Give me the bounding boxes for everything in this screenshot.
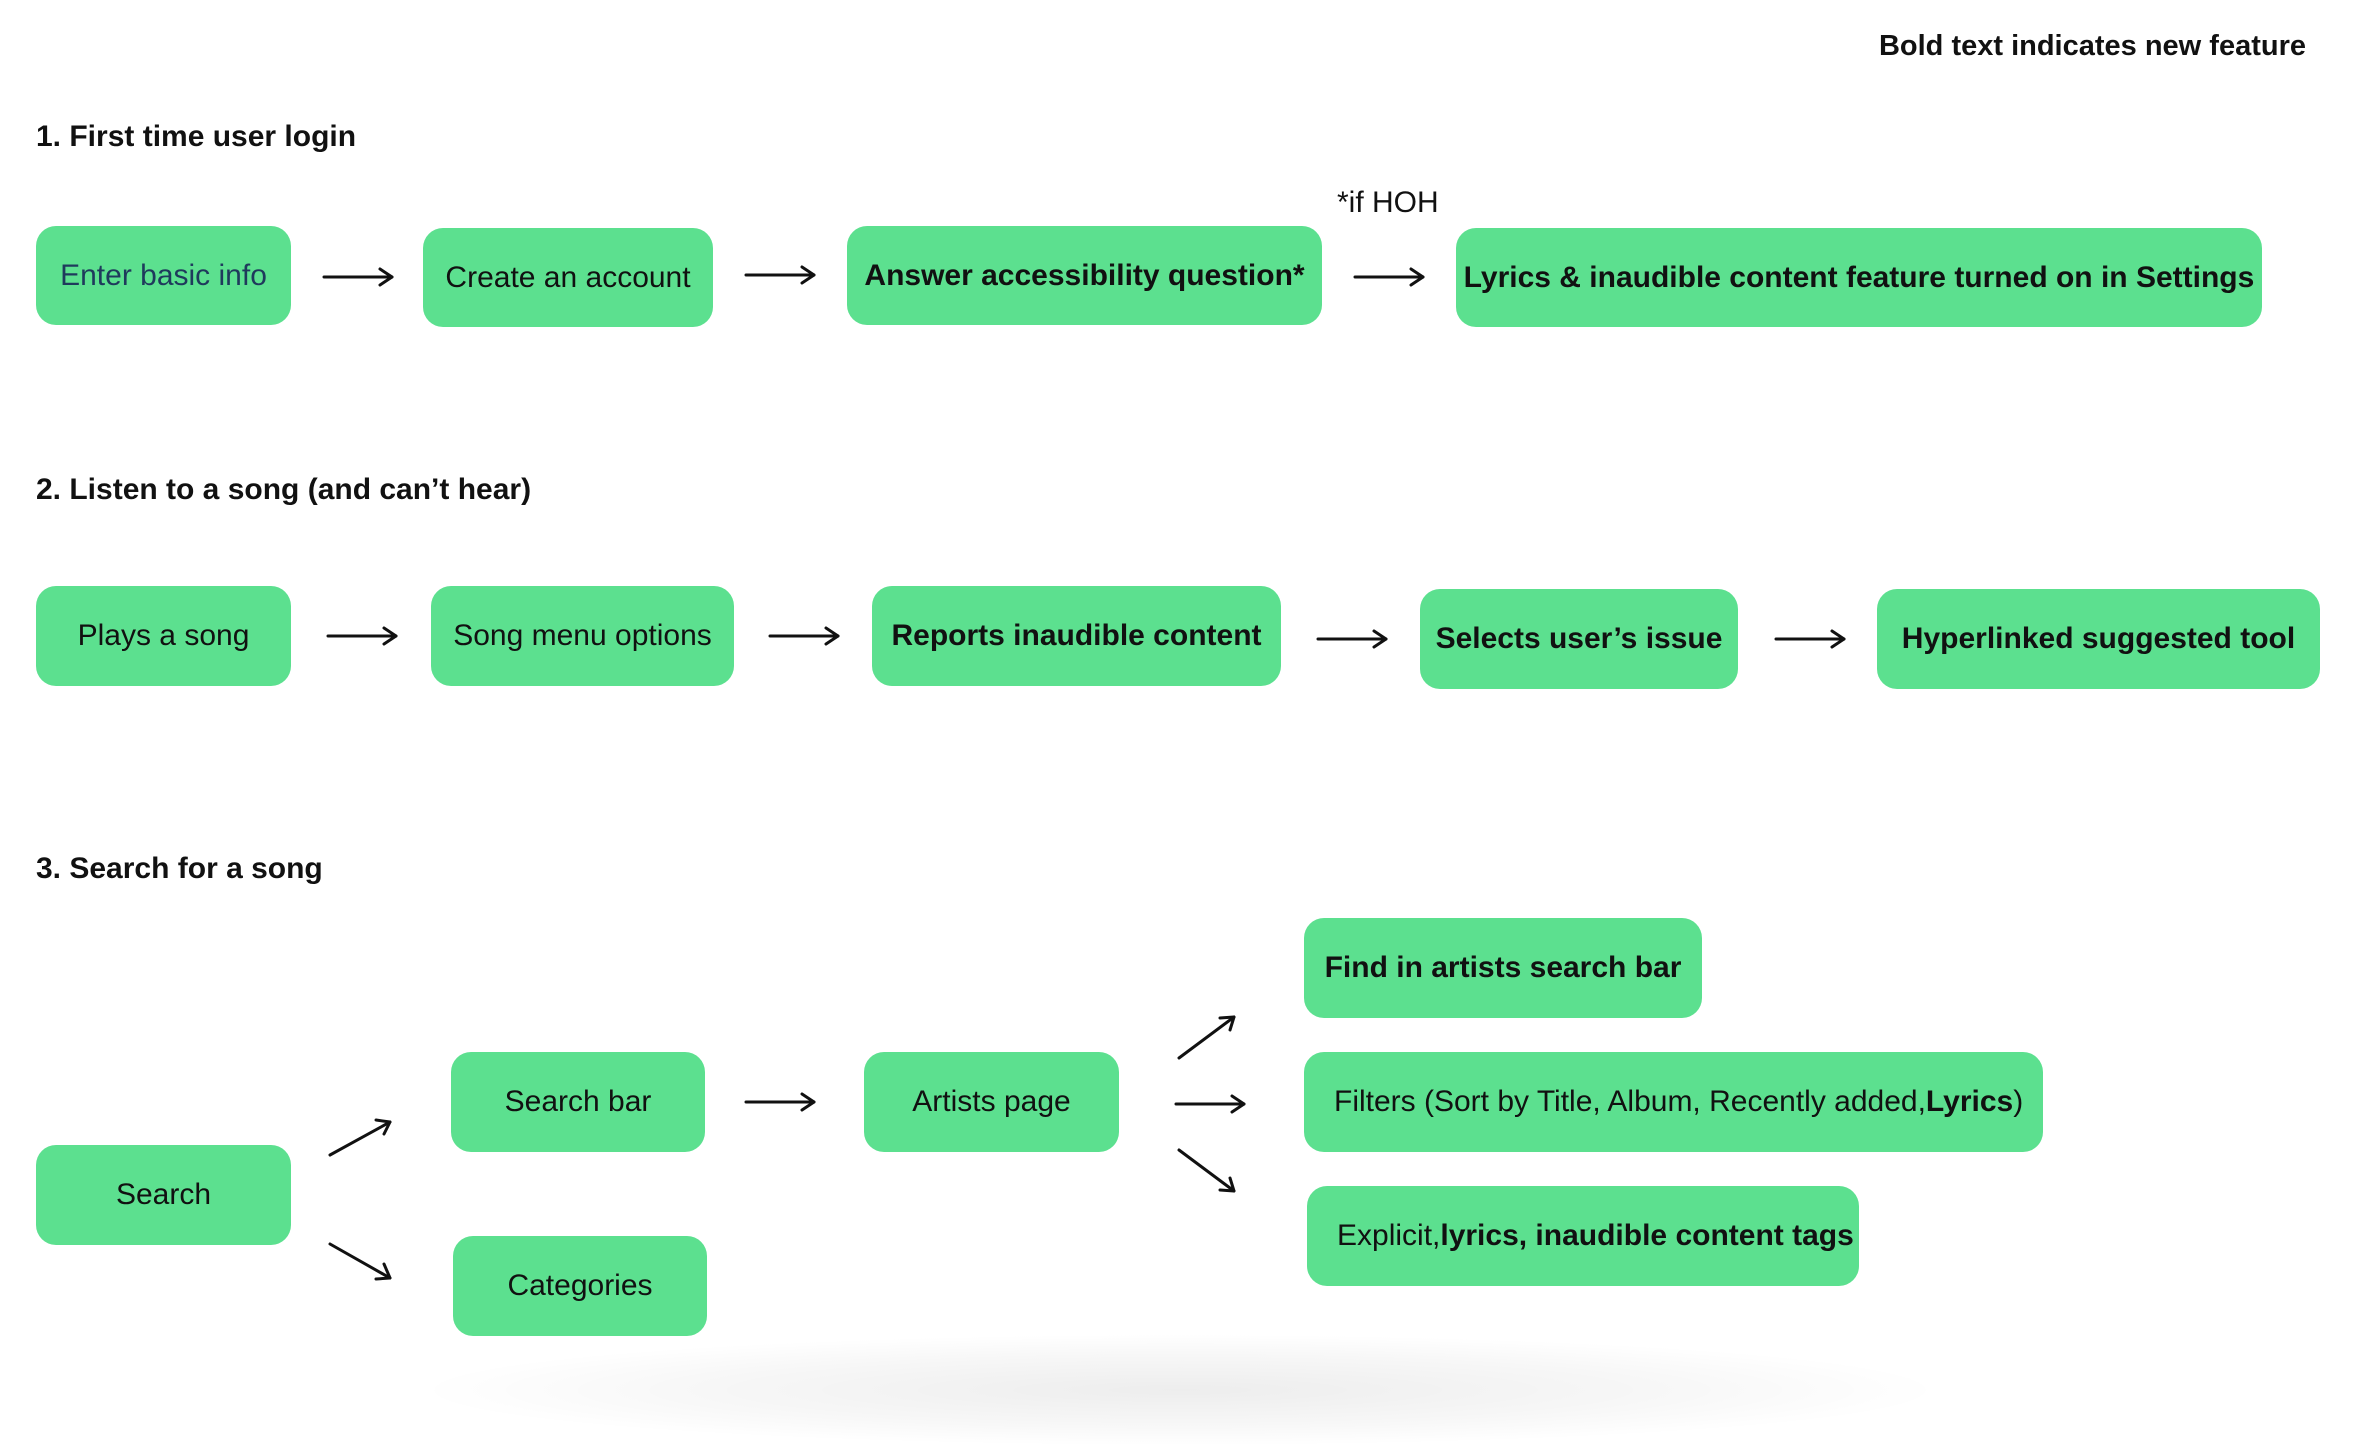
arrow-f1-2 xyxy=(744,265,816,285)
flow2-title: 2. Listen to a song (and can’t hear) xyxy=(36,473,532,506)
song-menu-options-box: Song menu options xyxy=(431,586,734,686)
artists-page-box: Artists page xyxy=(864,1052,1119,1152)
arrow-f3-search-to-categories xyxy=(328,1242,392,1281)
arrow-f2-2 xyxy=(768,626,840,646)
categories-box: Categories xyxy=(453,1236,707,1336)
enter-basic-info-box: Enter basic info xyxy=(36,226,291,325)
accessibility-question-box: Answer accessibility question* xyxy=(847,226,1322,325)
tags-box: Explicit, lyrics, inaudible content tags xyxy=(1307,1186,1859,1286)
arrow-f1-3 xyxy=(1353,267,1425,287)
filters-bold: Lyrics xyxy=(1925,1085,2014,1118)
arrow-f2-1 xyxy=(326,626,398,646)
arrow-f3-search-to-bar xyxy=(328,1118,392,1157)
tags-bold: lyrics, inaudible content tags xyxy=(1440,1219,1854,1252)
legend-note: Bold text indicates new feature xyxy=(1878,30,2306,62)
arrow-f3-artists-to-find xyxy=(1177,1015,1236,1060)
filters-box: Filters (Sort by Title, Album, Recently … xyxy=(1304,1052,2043,1152)
flow-arrows xyxy=(322,265,1846,1281)
create-account-box: Create an account xyxy=(423,228,713,327)
arrow-f3-artists-to-tags xyxy=(1177,1148,1236,1193)
arrow-f3-bar-to-artists xyxy=(744,1092,816,1112)
arrow-f1-1 xyxy=(322,267,394,287)
filters-suffix: ) xyxy=(2013,1085,2024,1118)
find-in-artists-box: Find in artists search bar xyxy=(1304,918,1702,1018)
reports-inaudible-box: Reports inaudible content xyxy=(872,586,1281,686)
search-bar-box: Search bar xyxy=(451,1052,705,1152)
lyrics-feature-on-box: Lyrics & inaudible content feature turne… xyxy=(1456,228,2262,327)
selects-issue-box: Selects user’s issue xyxy=(1420,589,1738,689)
if-hoh-note: *if HOH xyxy=(1337,186,1439,219)
filters-prefix: Filters (Sort by Title, Album, Recently … xyxy=(1334,1085,1926,1118)
flow3-title: 3. Search for a song xyxy=(36,852,323,885)
arrow-f2-4 xyxy=(1774,629,1846,649)
hyperlinked-tool-box: Hyperlinked suggested tool xyxy=(1877,589,2320,689)
flow1-title: 1. First time user login xyxy=(36,120,357,153)
arrow-f2-3 xyxy=(1316,629,1388,649)
arrow-f3-artists-to-filters xyxy=(1174,1094,1246,1114)
plays-song-box: Plays a song xyxy=(36,586,291,686)
search-box: Search xyxy=(36,1145,291,1245)
tags-prefix: Explicit, xyxy=(1337,1219,1441,1252)
